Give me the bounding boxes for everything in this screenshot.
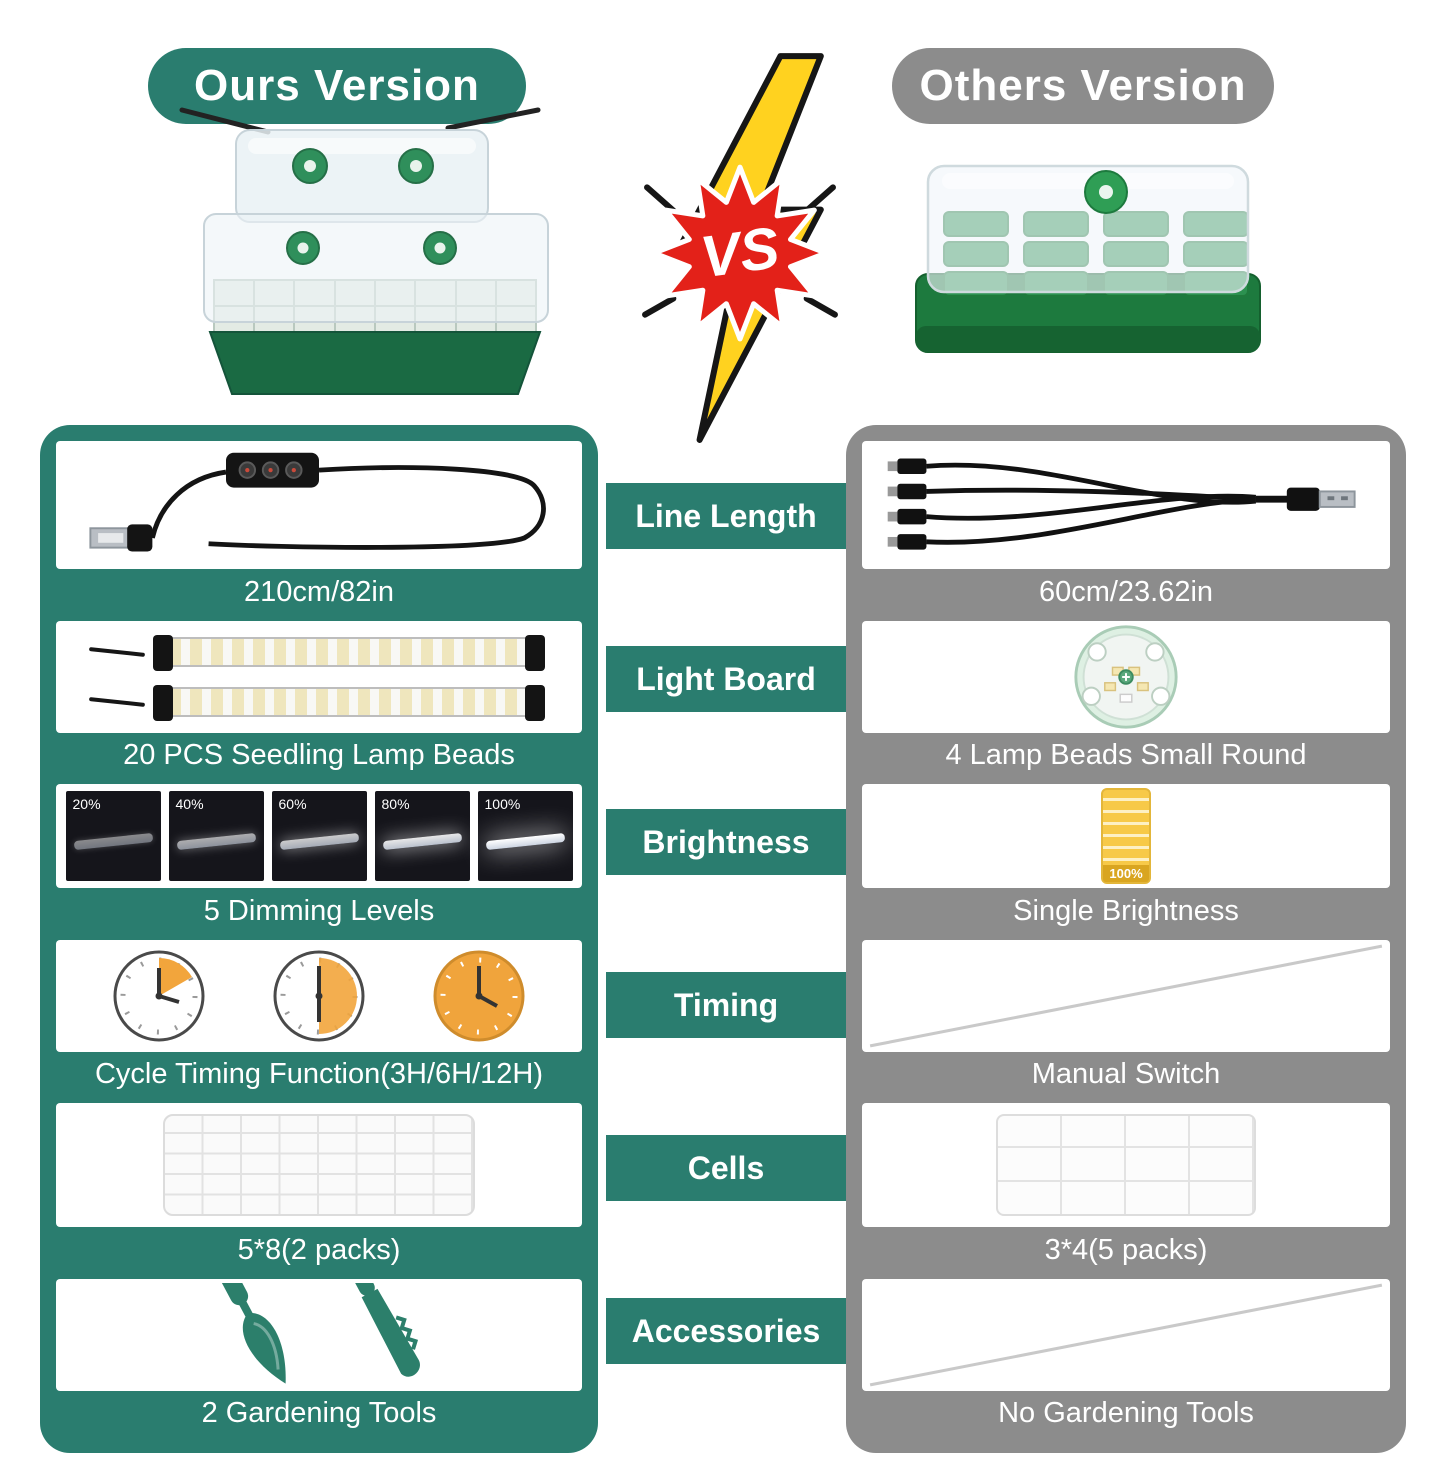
single-brightness-bar-icon: 100%	[1101, 788, 1151, 885]
ours-brightness-caption: 5 Dimming Levels	[203, 894, 435, 927]
ours-row-brightness: 20% 40% 60% 80%	[56, 784, 582, 934]
round-light-board-icon	[1074, 625, 1178, 729]
others-panel: 60cm/23.62in	[846, 425, 1406, 1453]
others-row-timing: Manual Switch	[862, 939, 1390, 1098]
ours-version-title: Ours Version	[148, 48, 526, 124]
ours-version-label: Ours Version	[194, 61, 480, 110]
ours-light-board-caption: 20 PCS Seedling Lamp Beads	[123, 739, 515, 772]
brightness-thumb-20: 20%	[65, 791, 161, 882]
others-brightness-caption: Single Brightness	[1013, 894, 1239, 927]
others-row-cells: 3*4(5 packs)	[862, 1103, 1390, 1273]
category-accessories: Accessories	[606, 1298, 846, 1364]
tray-40cell-icon	[163, 1114, 475, 1217]
brightness-level-label: 100%	[484, 796, 521, 813]
ours-product-photo	[118, 102, 588, 407]
ours-row-light-board: 20 PCS Seedling Lamp Beads	[56, 620, 582, 779]
lit-strip-icon	[279, 833, 359, 851]
lit-strip-icon	[485, 833, 565, 851]
tray-12cell-icon	[996, 1114, 1256, 1217]
gardening-tools-icon	[214, 1282, 420, 1384]
ours-accessories-caption: 2 Gardening Tools	[201, 1397, 437, 1430]
led-strip-icon	[88, 634, 549, 671]
ours-row-cells: 5*8(2 packs)	[56, 1103, 582, 1273]
ours-timing-caption: Cycle Timing Function(3H/6H/12H)	[94, 1058, 544, 1091]
others-row-light-board: 4 Lamp Beads Small Round	[862, 620, 1390, 779]
ours-brightness-image: 20% 40% 60% 80%	[56, 784, 582, 889]
ours-row-accessories: 2 Gardening Tools	[56, 1278, 582, 1437]
seed-tray-dome-illustration	[179, 107, 549, 395]
brightness-level-label: 60%	[278, 796, 307, 813]
brightness-level-label: 40%	[175, 796, 204, 813]
ours-light-board-image	[56, 620, 582, 733]
brightness-level-label: 80%	[381, 796, 410, 813]
ours-row-timing: Cycle Timing Function(3H/6H/12H)	[56, 939, 582, 1098]
strip-wire	[88, 696, 146, 707]
others-light-board-caption: 4 Lamp Beads Small Round	[945, 739, 1307, 772]
others-line-length-image	[862, 441, 1390, 569]
ours-cells-caption: 5*8(2 packs)	[237, 1233, 401, 1266]
vs-label: VS	[697, 215, 783, 290]
category-light-board: Light Board	[606, 646, 846, 712]
others-row-brightness: 100% Single Brightness	[862, 784, 1390, 934]
lit-strip-icon	[176, 833, 256, 851]
category-label: Brightness	[642, 823, 810, 860]
others-line-length-caption: 60cm/23.62in	[1038, 575, 1214, 608]
brightness-thumb-80: 80%	[374, 791, 470, 882]
category-label: Light Board	[636, 660, 816, 697]
others-row-accessories: No Gardening Tools	[862, 1278, 1390, 1437]
lit-strip-icon	[382, 833, 462, 851]
strip-wire	[88, 646, 146, 657]
lightning-vs-icon: VS	[642, 53, 838, 443]
category-label: Timing	[673, 986, 779, 1023]
ours-timing-image	[56, 939, 582, 1052]
others-product-photo	[878, 126, 1298, 391]
led-strip-bar	[153, 634, 545, 671]
none-slash-icon	[869, 1283, 1383, 1387]
others-version-label: Others Version	[919, 61, 1247, 110]
led-strip-icon	[88, 684, 549, 721]
brightness-thumb-100: 100%	[477, 791, 573, 882]
category-cells: Cells	[606, 1135, 846, 1201]
timer-clocks-icon	[113, 950, 525, 1042]
brightness-level-label: 20%	[72, 796, 101, 813]
vs-graphic: VS	[628, 46, 852, 450]
ours-line-length-caption: 210cm/82in	[244, 575, 394, 608]
others-timing-caption: Manual Switch	[1031, 1058, 1221, 1091]
others-brightness-image: 100%	[862, 784, 1390, 889]
others-version-title: Others Version	[892, 48, 1274, 124]
brightness-thumb-40: 40%	[168, 791, 264, 882]
category-brightness: Brightness	[606, 809, 846, 875]
others-light-board-image	[862, 620, 1390, 733]
others-accessories-image	[862, 1278, 1390, 1391]
category-line-length: Line Length	[606, 483, 846, 549]
none-slash-icon	[869, 944, 1383, 1048]
others-timing-image	[862, 939, 1390, 1052]
brightness-thumb-60: 60%	[271, 791, 367, 882]
seed-tray-12cell-illustration	[915, 164, 1261, 353]
ours-line-length-image	[56, 441, 582, 569]
others-row-line-length: 60cm/23.62in	[862, 441, 1390, 615]
others-accessories-caption: No Gardening Tools	[998, 1397, 1254, 1430]
four-way-cable-icon	[887, 458, 1356, 550]
ours-panel: 210cm/82in 20 PCS Seedling Lamp Beads	[40, 425, 598, 1453]
lit-strip-icon	[73, 833, 153, 851]
others-cells-image	[862, 1103, 1390, 1228]
ours-accessories-image	[56, 1278, 582, 1391]
usb-cable-controller-icon	[89, 452, 546, 552]
ours-cells-image	[56, 1103, 582, 1228]
category-timing: Timing	[606, 972, 846, 1038]
ours-row-line-length: 210cm/82in	[56, 441, 582, 615]
category-label: Cells	[687, 1149, 765, 1186]
led-strip-bar	[153, 684, 545, 721]
category-label: Line Length	[635, 497, 817, 534]
category-label: Accessories	[631, 1312, 821, 1349]
brightness-level-label: 100%	[1103, 865, 1149, 883]
others-cells-caption: 3*4(5 packs)	[1044, 1233, 1208, 1266]
